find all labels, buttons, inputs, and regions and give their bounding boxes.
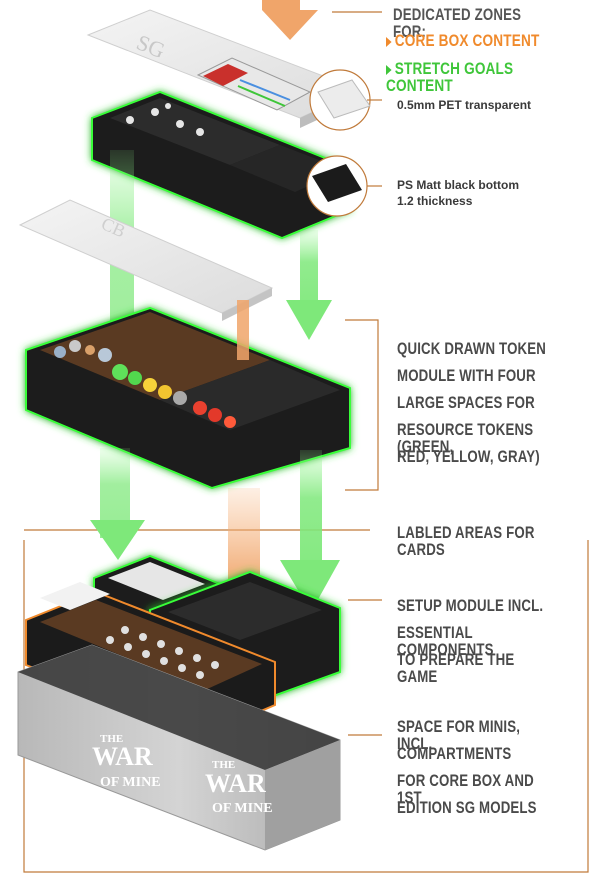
triangle-icon	[386, 64, 392, 75]
sg-arrow-4	[300, 450, 322, 570]
core-legend-label: CORE BOX CONTENT	[394, 31, 540, 50]
core-legend: CORE BOX CONTENT	[386, 32, 539, 49]
svg-text:OF MINE: OF MINE	[100, 775, 161, 790]
core-arrow-mid	[237, 300, 249, 360]
caption-line: ESSENTIAL COMPONENTS	[397, 623, 494, 659]
svg-text:THE: THE	[212, 759, 235, 771]
caption-line: QUICK DRAWN TOKEN	[397, 339, 547, 358]
caption-line: SETUP MODULE INCL.	[397, 596, 544, 615]
sg-arrow-2	[300, 230, 318, 310]
token-module-caption: QUICK DRAWN TOKEN MODULE WITH FOUR LARGE…	[397, 340, 599, 475]
svg-text:WAR: WAR	[205, 769, 266, 798]
zones-header: DEDICATED ZONES FOR:	[393, 5, 522, 41]
pet-label: 0.5mm PET transparent	[397, 98, 532, 112]
cards-caption: LABLED AREAS FOR CARDS	[397, 523, 535, 559]
svg-text:WAR: WAR	[92, 742, 153, 771]
caption-line: RESOURCE TOKENS (GREEN,	[397, 420, 534, 456]
ps-label-line2: 1.2 thickness	[397, 194, 473, 208]
caption-line: MODULE WITH FOUR	[397, 366, 536, 385]
resource-tokens	[54, 340, 236, 428]
caption-line: SPACE FOR MINIS, INCL.	[397, 717, 521, 753]
core-arrow-top	[262, 0, 318, 40]
caption-line: RED, YELLOW, GRAY)	[397, 447, 540, 466]
caption-line: EDITION SG MODELS	[397, 798, 537, 817]
caption-line: COMPARTMENTS	[397, 744, 512, 763]
svg-text:THE: THE	[100, 733, 123, 745]
caption-line: FOR CORE BOX AND 1ST	[397, 771, 534, 807]
ps-label-line1: PS Matt black bottom	[397, 178, 520, 192]
setup-module-caption: SETUP MODULE INCL. ESSENTIAL COMPONENTS …	[397, 596, 599, 686]
stretch-legend: STRETCH GOALS CONTENT	[386, 60, 556, 94]
svg-text:OF MINE: OF MINE	[212, 801, 273, 816]
game-box-logo: THE WAR OF MINE THE WAR OF MINE	[92, 733, 273, 816]
caption-line: TO PREPARE THE GAME	[397, 650, 515, 686]
triangle-icon	[386, 36, 392, 47]
stretch-legend-label: STRETCH GOALS CONTENT	[386, 59, 514, 95]
caption-line: LARGE SPACES FOR	[397, 393, 535, 412]
minis-caption: SPACE FOR MINIS, INCL. COMPARTMENTS FOR …	[397, 718, 599, 826]
